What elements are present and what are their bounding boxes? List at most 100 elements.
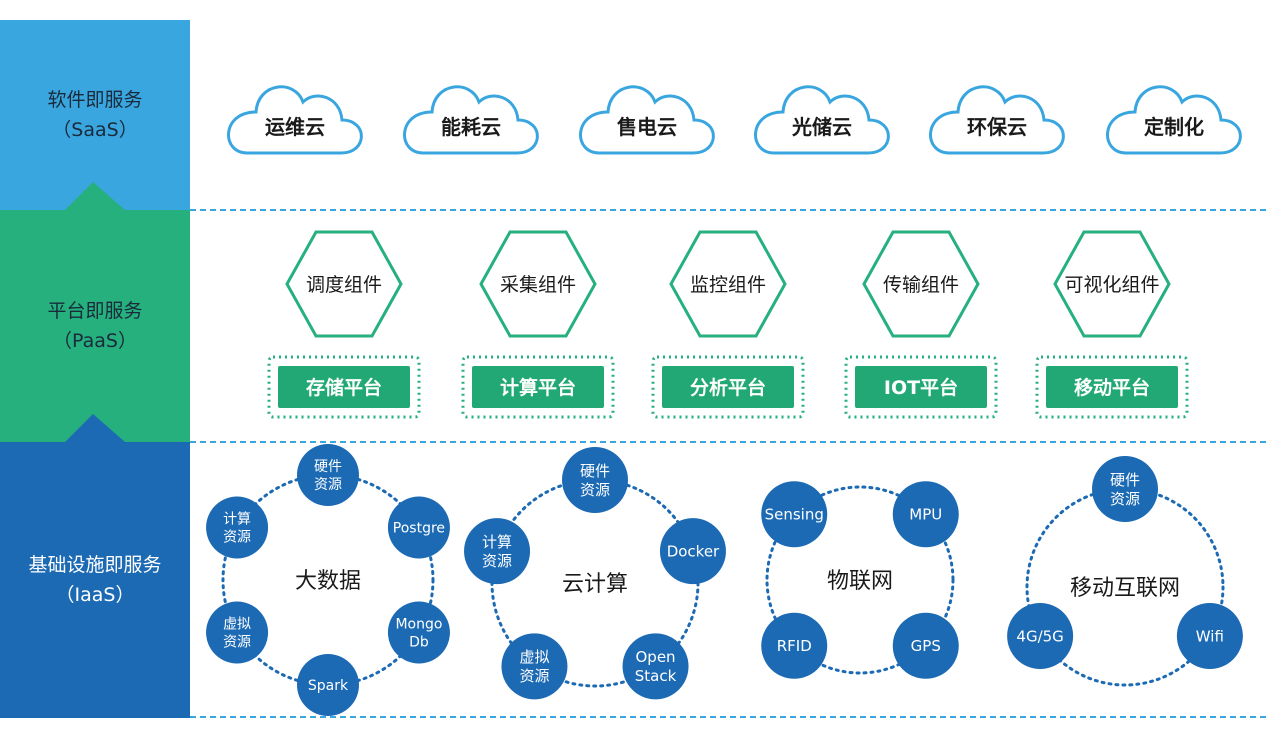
node-label: Wifi	[1196, 627, 1224, 645]
node-label: MPU	[909, 506, 942, 524]
saas-layer-label: 软件即服务 （SaaS）	[0, 20, 190, 210]
cluster-node: 4G/5G	[1007, 603, 1074, 669]
component-hexagon	[862, 230, 980, 338]
node-circle	[1007, 603, 1074, 669]
cloud-label: 能耗云	[441, 115, 501, 139]
cluster-node: Sensing	[761, 481, 828, 548]
cloud-shape	[754, 85, 890, 155]
node-label: Open	[636, 648, 676, 666]
node-label: 4G/5G	[1016, 627, 1063, 645]
platform-label: 计算平台	[500, 376, 576, 399]
node-label: 虚拟	[223, 617, 251, 633]
component-label: 监控组件	[690, 274, 766, 296]
saas-paas-divider	[190, 209, 1266, 211]
platform-dotted-border	[1035, 355, 1189, 419]
iaas-layer-label: 基础设施即服务 （IaaS）	[0, 442, 190, 718]
node-circle	[1092, 456, 1158, 522]
paas-layer-label: 平台即服务 （PaaS）	[0, 210, 190, 442]
saas-cloud: 环保云	[929, 85, 1065, 155]
node-label: RFID	[777, 637, 812, 655]
node-circle	[206, 496, 269, 559]
node-circle	[562, 447, 628, 513]
node-label: Postgre	[393, 521, 445, 537]
cluster-ring	[765, 485, 955, 675]
cluster-center-label: 物联网	[827, 569, 893, 594]
saas-cloud-group: 运维云 能耗云 售电云 光储云 环保云 定制化	[227, 85, 1242, 155]
node-label: 硬件	[580, 462, 610, 480]
node-circle	[761, 612, 828, 679]
saas-cloud: 运维云	[227, 85, 363, 155]
paas-to-saas-arrow	[65, 182, 125, 210]
node-circle	[464, 518, 531, 585]
node-label: 硬件	[1110, 471, 1140, 489]
node-label: 资源	[223, 635, 251, 651]
cloud-shape	[227, 85, 363, 155]
node-label: Docker	[667, 543, 720, 561]
cloud-label: 光储云	[791, 115, 852, 139]
node-circle	[659, 518, 726, 585]
bottom-divider	[190, 716, 1266, 718]
component-label: 传输组件	[883, 274, 959, 296]
iaas-to-paas-arrow	[65, 414, 125, 442]
platform-box	[855, 366, 987, 408]
platform-box	[662, 366, 794, 408]
node-circle	[622, 633, 689, 700]
cluster-node: MPU	[892, 481, 959, 548]
node-label: 硬件	[314, 459, 342, 475]
component-label: 调度组件	[306, 274, 382, 296]
cluster-node: Wifi	[1176, 603, 1243, 669]
iaas-layer-abbr: （IaaS）	[55, 584, 135, 606]
cluster-node: Docker	[659, 518, 726, 585]
cloud-shape	[1106, 85, 1242, 155]
cloud-label: 环保云	[967, 115, 1027, 139]
component-hexagon	[669, 230, 787, 338]
node-circle	[892, 481, 959, 548]
component-hexagon	[479, 230, 597, 338]
node-circle	[297, 654, 359, 716]
node-label: 资源	[314, 477, 342, 493]
platform-box	[278, 366, 410, 408]
cloud-shape	[929, 85, 1065, 155]
component-hexagon	[285, 230, 403, 338]
node-label: 资源	[223, 530, 251, 546]
saas-layer-name: 软件即服务	[47, 89, 143, 111]
node-label: Stack	[635, 667, 677, 685]
platform-box	[472, 366, 604, 408]
node-label: 资源	[519, 667, 549, 685]
node-circle	[387, 496, 450, 559]
node-label: 虚拟	[519, 648, 549, 666]
cloud-label: 售电云	[617, 115, 677, 139]
saas-cloud: 定制化	[1106, 85, 1242, 155]
platform-dotted-border	[844, 355, 998, 419]
node-label: GPS	[911, 637, 941, 655]
platform-dotted-border	[267, 355, 421, 419]
node-label: 计算	[223, 512, 251, 528]
node-circle	[892, 612, 959, 679]
node-circle	[206, 601, 269, 664]
paas-layer-abbr: （PaaS）	[53, 330, 137, 352]
node-circle	[501, 633, 568, 700]
node-label: 资源	[1110, 490, 1140, 508]
iaas-cluster: 物联网 Sensing MPU GPS RFID	[761, 481, 959, 679]
node-label: 资源	[580, 481, 610, 499]
platform-label: IOT平台	[884, 376, 958, 399]
cluster-center-label: 移动互联网	[1070, 576, 1180, 601]
cloud-label: 定制化	[1144, 115, 1204, 139]
component-label: 采集组件	[500, 274, 576, 296]
cluster-center-label: 云计算	[562, 572, 628, 597]
platform-dotted-border	[461, 355, 615, 419]
node-label: 计算	[482, 533, 512, 551]
node-circle	[761, 481, 828, 548]
node-label: Spark	[308, 678, 349, 694]
